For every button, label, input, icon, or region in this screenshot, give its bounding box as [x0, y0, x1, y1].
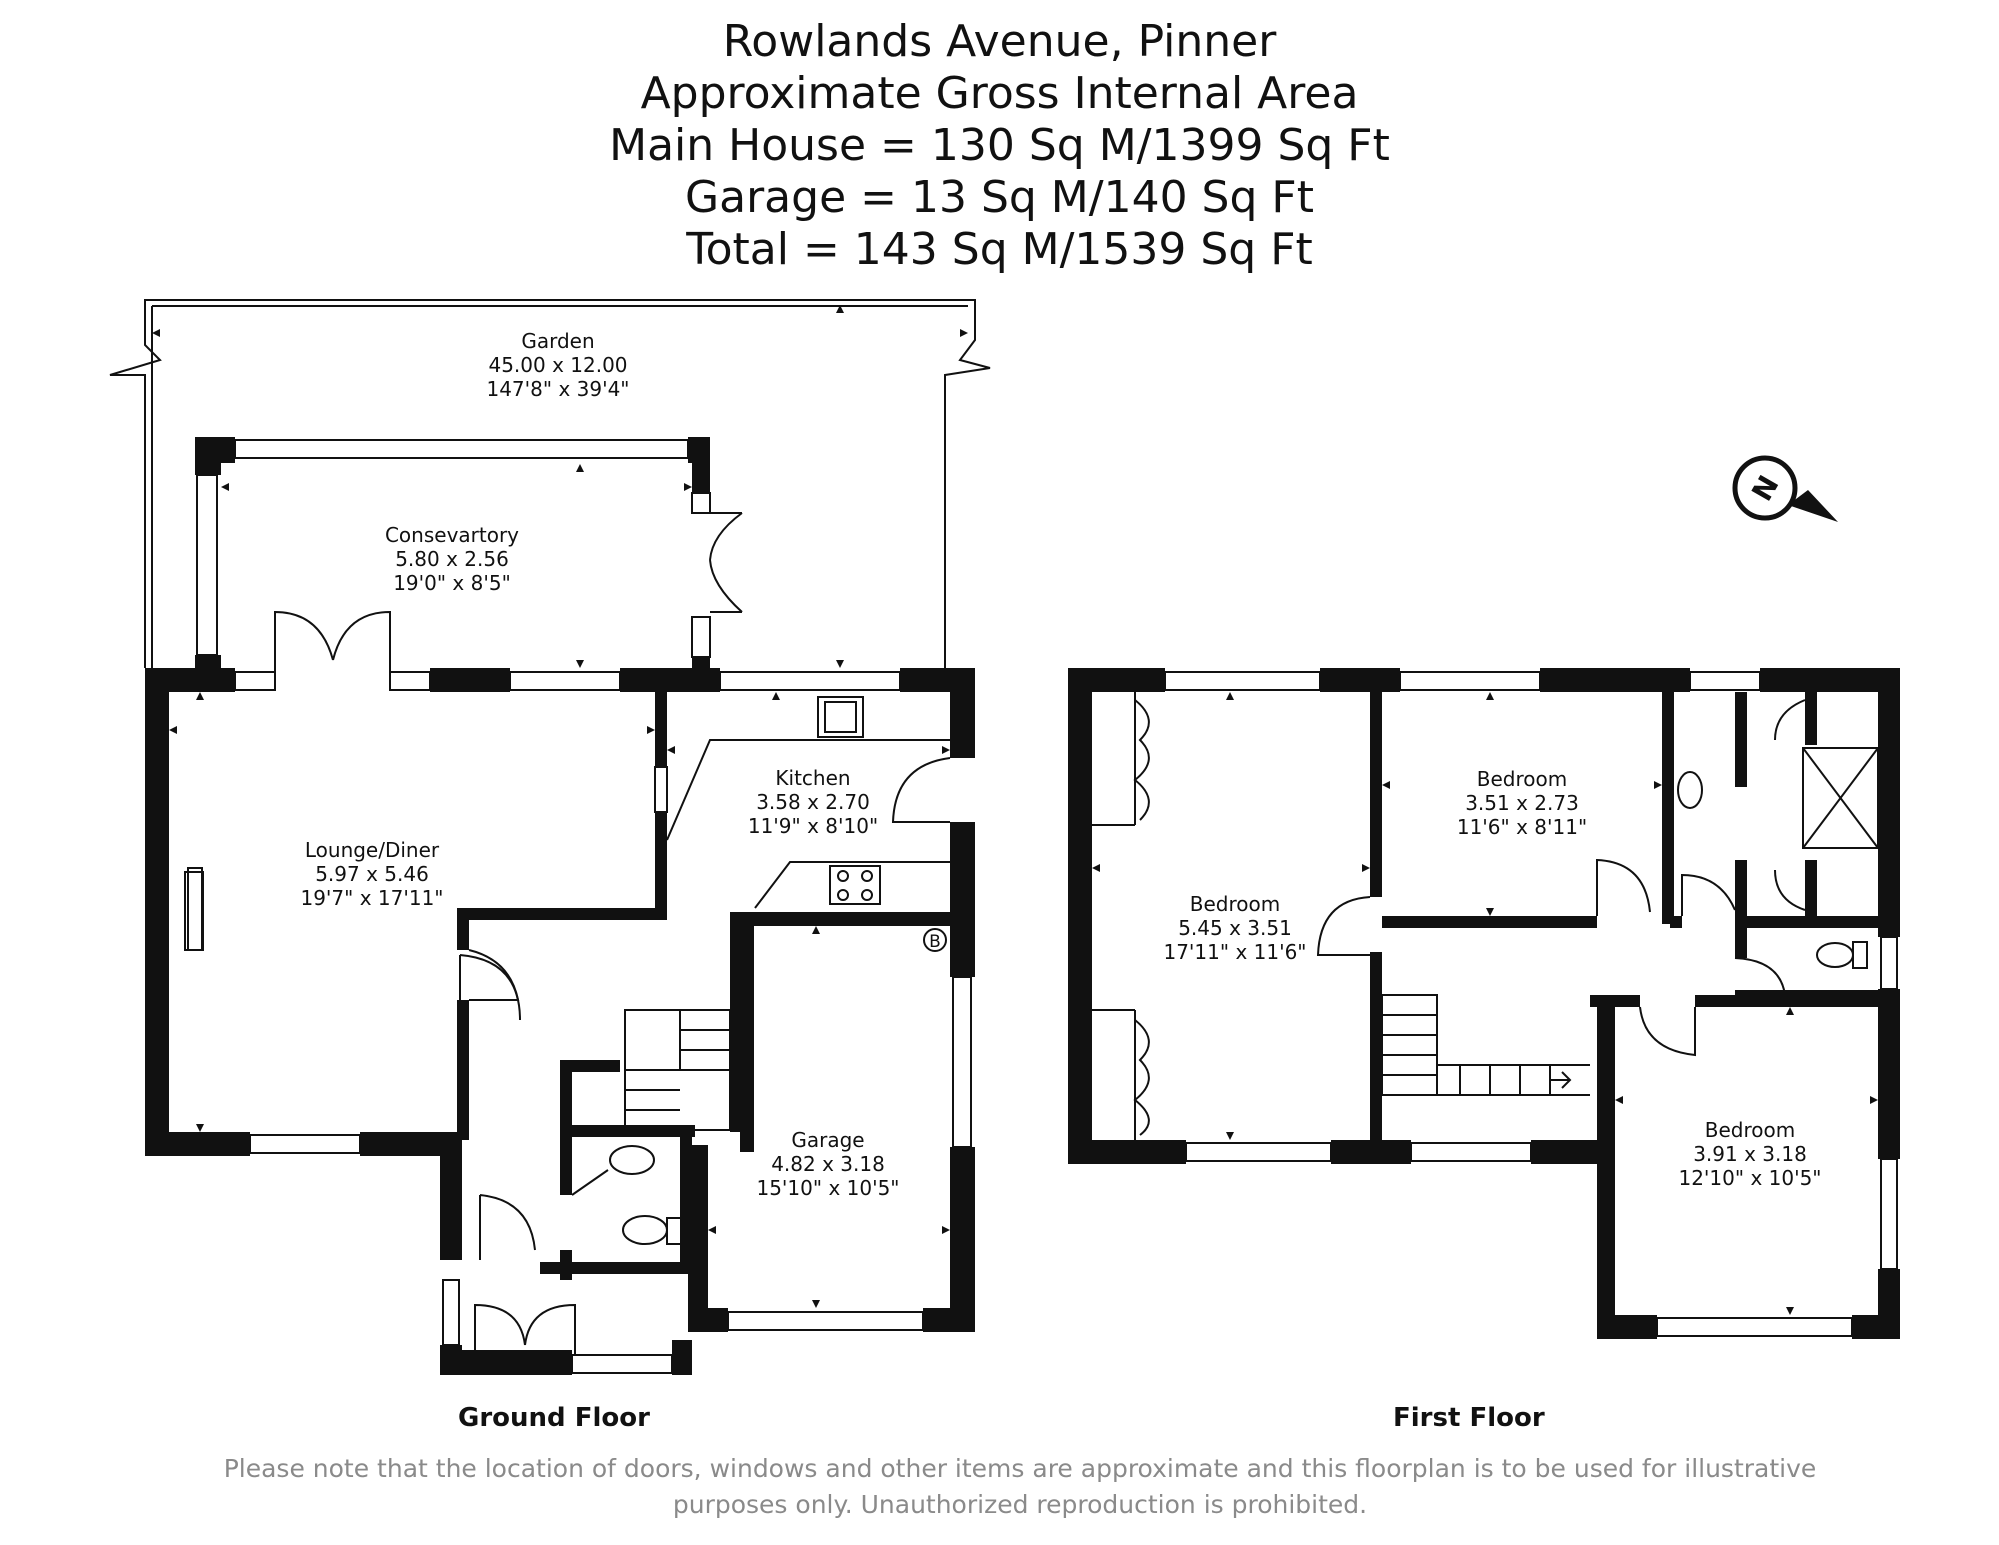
bedroom3-metric: 3.91 x 3.18 — [1693, 1142, 1807, 1166]
ground-floor-label: Ground Floor — [458, 1403, 650, 1433]
garage-area: Garage = 13 Sq M/140 Sq Ft — [685, 172, 1314, 223]
conservatory-metric: 5.80 x 2.56 — [395, 547, 509, 571]
first-floor-label: First Floor — [1393, 1403, 1545, 1433]
garage-imperial: 15'10" x 10'5" — [756, 1176, 899, 1200]
ground-floor-doors — [459, 954, 536, 1260]
bedroom2-imperial: 11'6" x 8'11" — [1457, 815, 1587, 839]
garden-metric: 45.00 x 12.00 — [488, 353, 627, 377]
boiler-label: B — [929, 932, 941, 952]
lounge-name: Lounge/Diner — [305, 838, 440, 862]
garden-name: Garden — [521, 329, 594, 353]
garage-metric: 4.82 x 3.18 — [771, 1152, 885, 1176]
lounge-metric: 5.97 x 5.46 — [315, 862, 429, 886]
bedroom2-name: Bedroom — [1477, 767, 1567, 791]
conservatory-name: Consevartory — [385, 523, 519, 547]
first-floor-walls — [1068, 668, 1900, 1339]
first-floor-plan: Bedroom 5.45 x 3.51 17'11" x 11'6" Bedro… — [1068, 668, 1900, 1339]
disclaimer-line2: purposes only. Unauthorized reproduction… — [672, 1490, 1368, 1519]
bedroom3-name: Bedroom — [1705, 1118, 1795, 1142]
first-floor-internal-walls — [1092, 690, 1895, 1140]
bedroom1-metric: 5.45 x 3.51 — [1178, 916, 1292, 940]
garden-imperial: 147'8" x 39'4" — [486, 377, 629, 401]
bedroom2-metric: 3.51 x 2.73 — [1465, 791, 1579, 815]
ground-floor-internal-walls — [457, 692, 744, 1280]
kitchen-name: Kitchen — [775, 766, 850, 790]
bedroom1-name: Bedroom — [1190, 892, 1280, 916]
bedroom3-imperial: 12'10" x 10'5" — [1678, 1166, 1821, 1190]
lounge-imperial: 19'7" x 17'11" — [300, 886, 443, 910]
first-floor-arrows — [1092, 692, 1878, 1315]
conservatory-walls — [195, 437, 743, 671]
compass-letter: N — [1745, 470, 1785, 507]
kitchen-imperial: 11'9" x 8'10" — [748, 814, 878, 838]
ground-floor-arrows — [152, 305, 968, 1308]
wc-fittings — [609, 1145, 682, 1245]
main-house-area: Main House = 130 Sq M/1399 Sq Ft — [609, 120, 1390, 171]
disclaimer-line1: Please note that the location of doors, … — [223, 1454, 1817, 1483]
plan-subtitle: Approximate Gross Internal Area — [640, 68, 1359, 119]
ground-floor-plan: B Garden 45.00 x 12.00 147'8" x 3 — [109, 299, 991, 1375]
garage-name: Garage — [791, 1128, 864, 1152]
fireplace — [184, 871, 204, 951]
boiler-icon — [923, 928, 947, 952]
kitchen-fittings — [666, 696, 950, 909]
conservatory-imperial: 19'0" x 8'5" — [393, 571, 511, 595]
north-compass-icon: N — [1732, 455, 1838, 522]
plan-title: Rowlands Avenue, Pinner — [722, 16, 1277, 67]
garden-outline — [109, 299, 991, 672]
bedroom1-imperial: 17'11" x 11'6" — [1163, 940, 1306, 964]
kitchen-metric: 3.58 x 2.70 — [756, 790, 870, 814]
total-area: Total = 143 Sq M/1539 Sq Ft — [686, 224, 1313, 275]
